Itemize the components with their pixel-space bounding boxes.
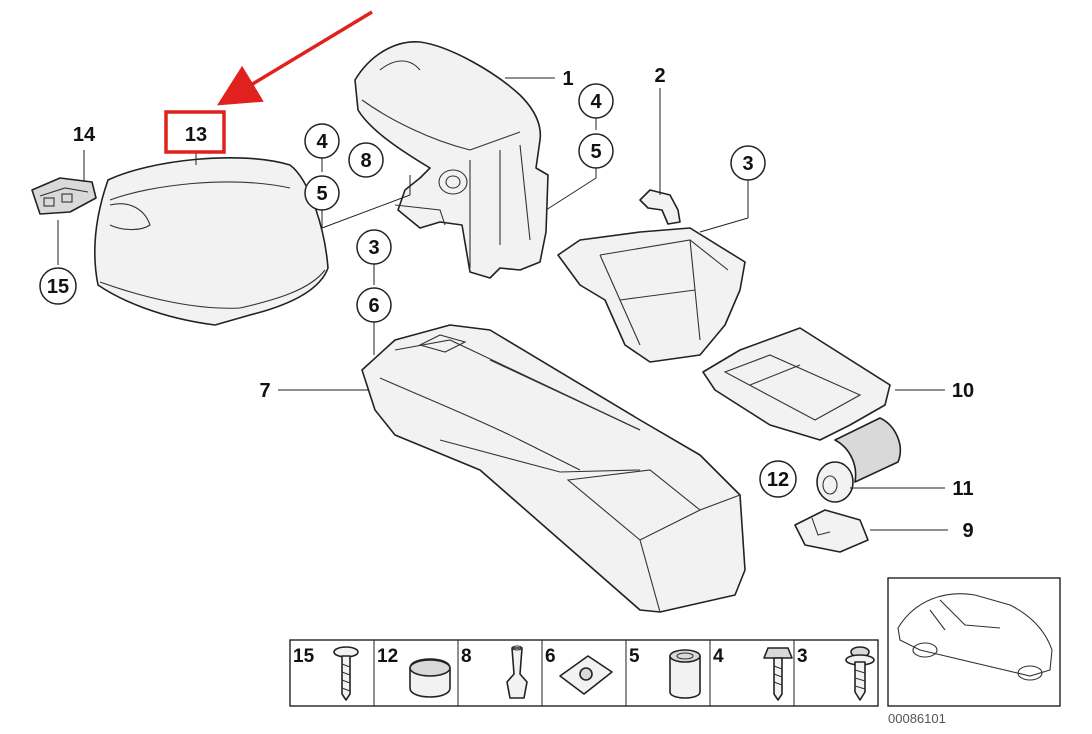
strip-number-8: 8 <box>461 646 472 667</box>
callout-circle-15 <box>39 267 77 305</box>
leader-lines <box>57 77 948 531</box>
callout-circle-5a <box>304 175 340 211</box>
latch-part-14 <box>31 177 97 215</box>
strip-number-12: 12 <box>377 646 398 667</box>
callout-circle-4b <box>578 83 614 119</box>
callout-circle-3b <box>356 229 392 265</box>
strip-number-3: 3 <box>797 646 808 667</box>
diagram-code: 00086101 <box>888 711 946 726</box>
callout-11: 11 <box>952 478 973 500</box>
callout-labels: 1 2 3 3 4 4 5 5 6 7 8 9 10 11 12 13 14 1… <box>47 65 974 542</box>
callout-circles <box>39 83 797 498</box>
callout-circle-6 <box>356 287 392 323</box>
plug-cap-icon <box>409 658 451 698</box>
callout-7: 7 <box>259 380 270 402</box>
callout-5a: 5 <box>316 183 327 205</box>
clip-nut-icon <box>559 655 613 695</box>
callout-8: 8 <box>360 150 371 172</box>
callout-circle-8 <box>348 142 384 178</box>
callout-9: 9 <box>962 520 973 542</box>
cupholder-tray-part-10 <box>702 327 891 441</box>
bracket-part-2 <box>639 189 681 225</box>
highlight-box <box>164 110 226 154</box>
callout-circle-4a <box>304 123 340 159</box>
center-console-part-7 <box>361 324 746 613</box>
hardware-strip: 15 12 8 6 5 4 3 <box>289 639 879 707</box>
callout-12: 12 <box>767 469 789 491</box>
strip-number-5: 5 <box>629 646 640 667</box>
callout-13: 13 <box>185 124 207 146</box>
storage-tray-part-3 <box>557 227 746 363</box>
clip-part-9 <box>794 509 869 553</box>
washer-screw-icon <box>845 646 875 701</box>
sleeve-icon <box>669 649 701 699</box>
grommet-icon <box>506 645 528 699</box>
callout-circle-5b <box>578 133 614 169</box>
callout-circle-3a <box>730 145 766 181</box>
callout-3b: 3 <box>368 237 379 259</box>
callout-4a: 4 <box>316 131 328 153</box>
callout-1: 1 <box>562 68 573 90</box>
strip-number-6: 6 <box>545 646 556 667</box>
callout-4b: 4 <box>590 91 602 113</box>
callout-5b: 5 <box>590 141 601 163</box>
highlight-annotation <box>164 10 373 154</box>
callout-2: 2 <box>654 65 665 87</box>
callout-10: 10 <box>952 380 974 402</box>
callout-3a: 3 <box>742 153 753 175</box>
roller-part-11 <box>816 417 902 503</box>
callout-15: 15 <box>47 276 69 298</box>
strip-number-15: 15 <box>293 646 315 667</box>
callout-circle-12 <box>759 460 797 498</box>
hex-bolt-icon <box>763 647 793 701</box>
armrest-carrier-part-1 <box>354 41 549 279</box>
highlight-arrow <box>217 10 373 106</box>
armrest-lid-part-13 <box>94 157 329 326</box>
vehicle-thumbnail <box>887 577 1061 707</box>
screw-icon <box>333 646 359 701</box>
callout-6: 6 <box>368 295 379 317</box>
strip-number-4: 4 <box>713 646 724 667</box>
callout-14: 14 <box>73 124 96 146</box>
